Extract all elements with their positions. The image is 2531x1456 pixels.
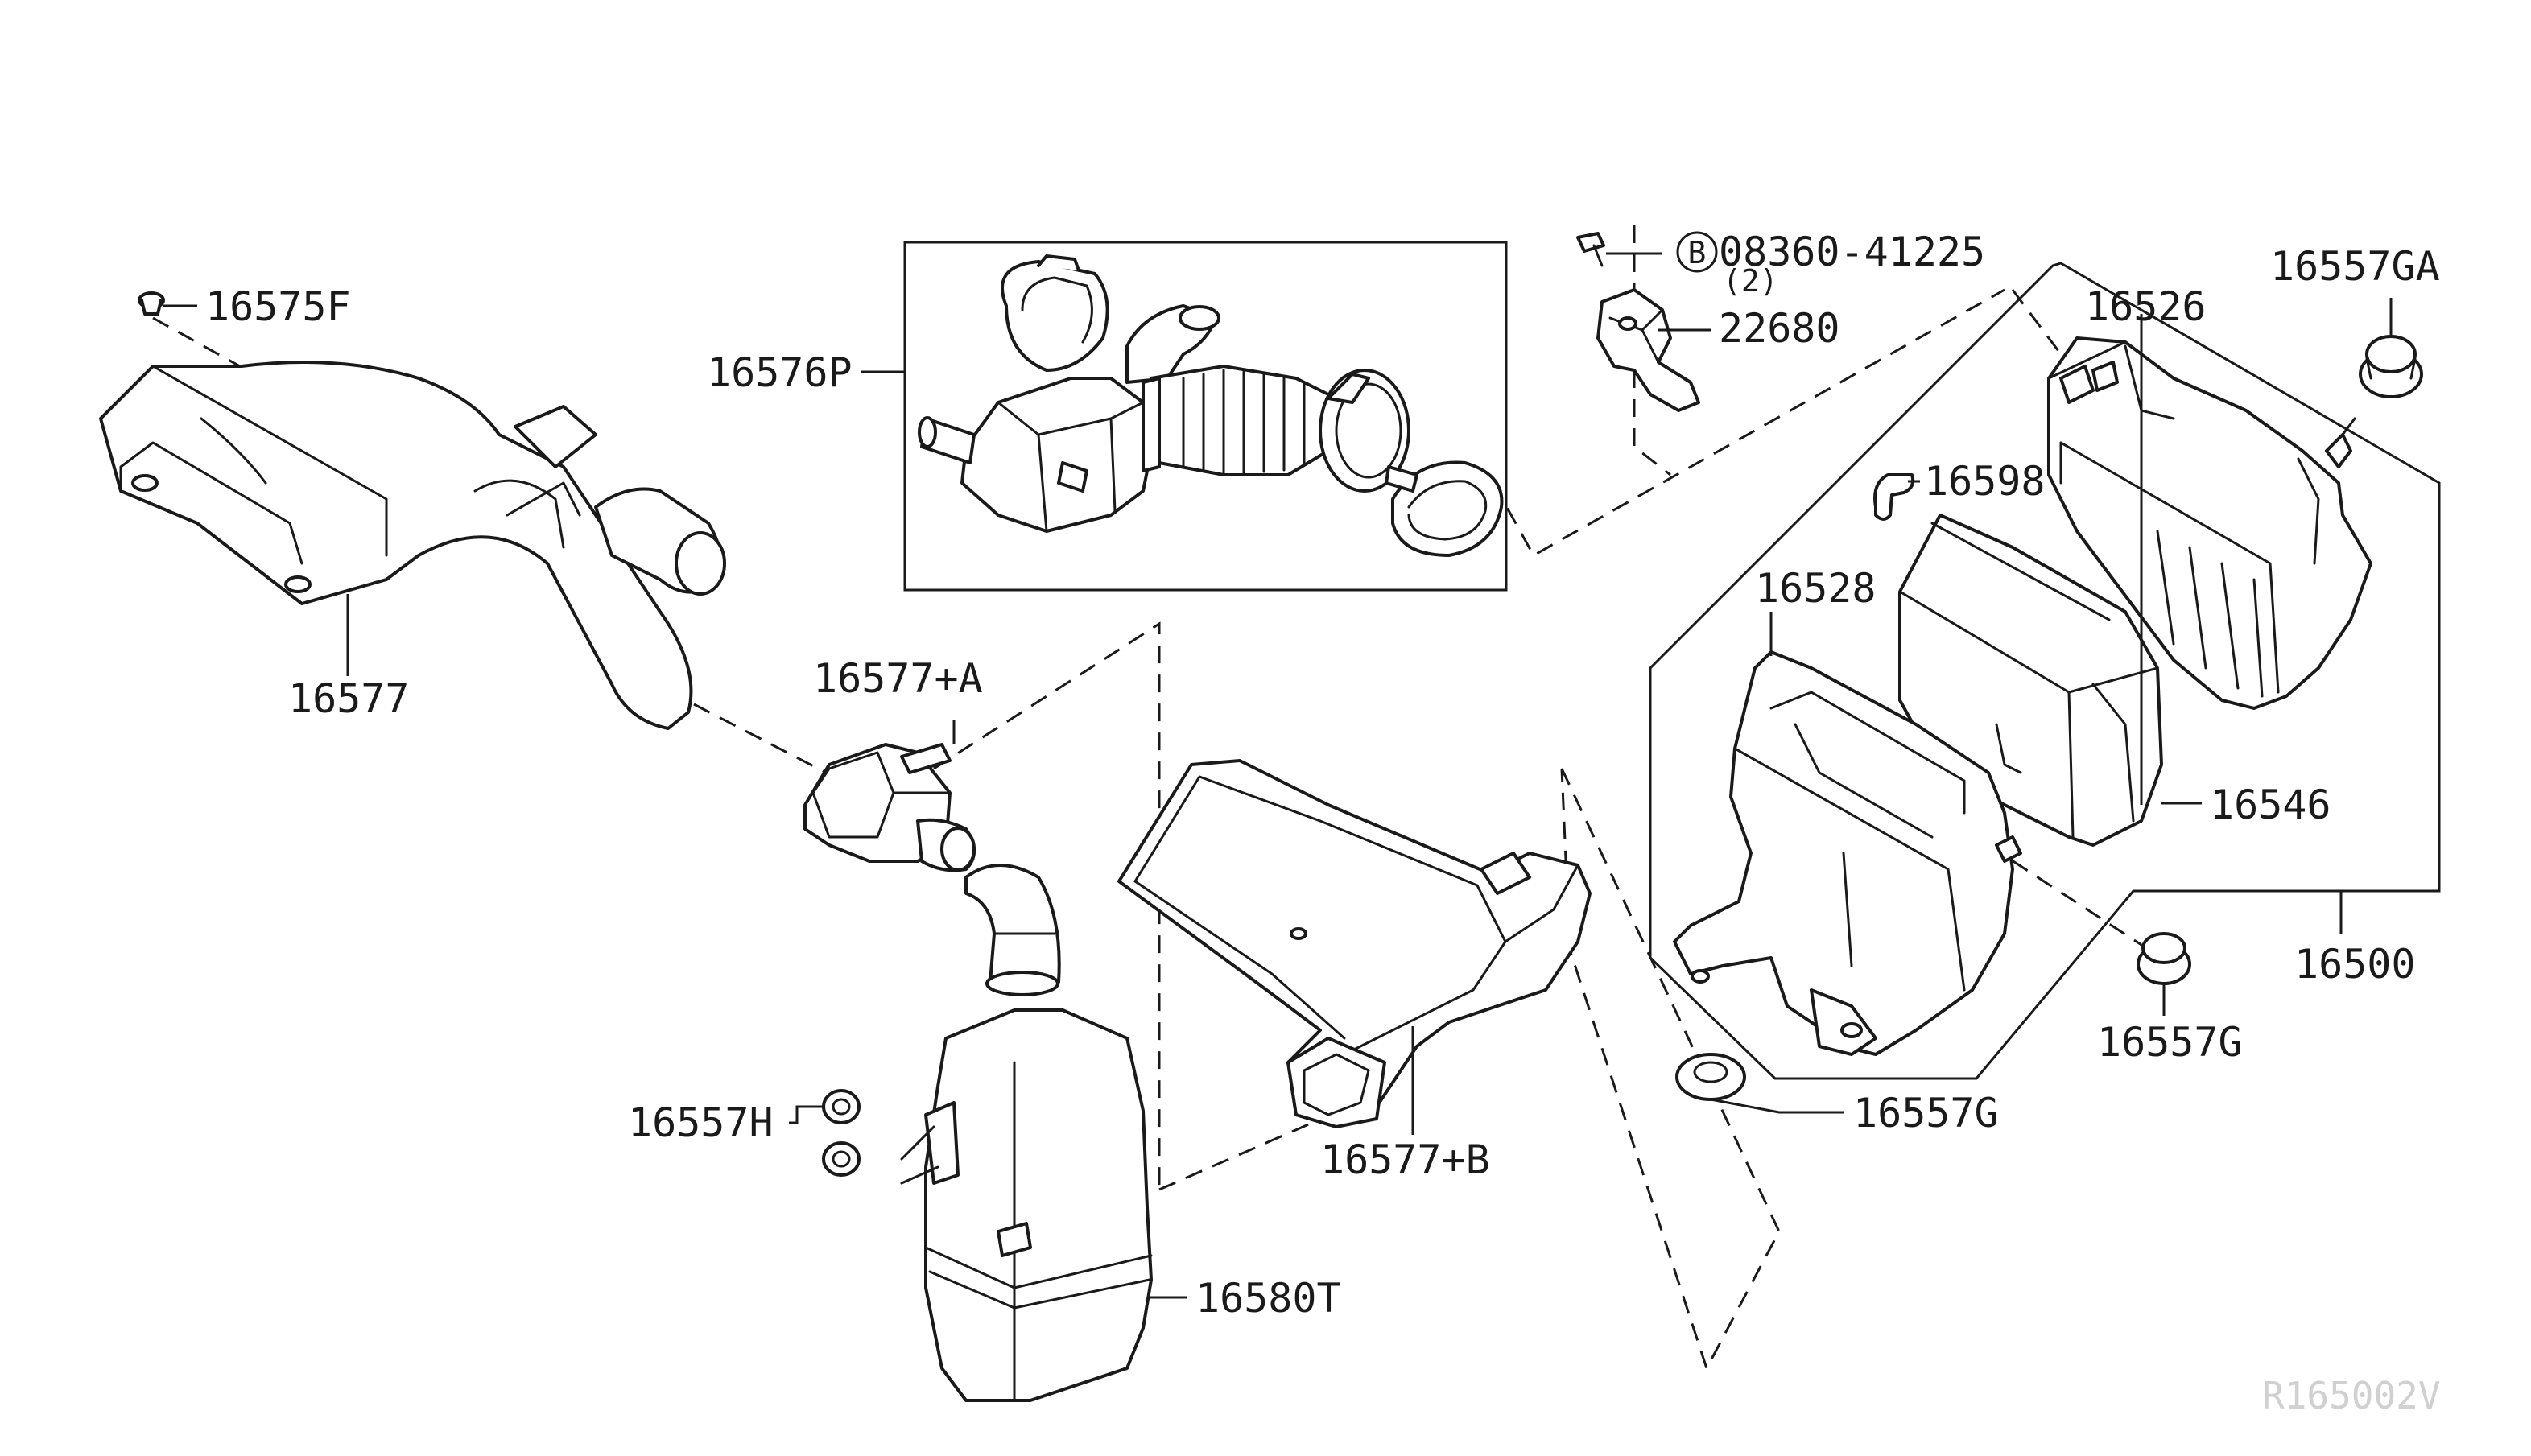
label-08360-qty: (2) [1723, 263, 1778, 299]
grommet-16557H-upper [822, 1089, 861, 1124]
label-16577A: 16577+A [813, 655, 983, 702]
label-22680: 22680 [1719, 305, 1840, 352]
label-16557H: 16557H [628, 1099, 774, 1146]
diagram-reference-code: R165002V [2262, 1374, 2441, 1417]
bolt-08360-41225 [1576, 232, 1605, 267]
label-16528: 16528 [1755, 565, 1877, 612]
label-16576P: 16576P [707, 349, 853, 396]
mass-air-flow-sensor-22680 [1596, 288, 1700, 412]
clip-16598 [1873, 473, 1915, 521]
air-duct-16577B [1117, 759, 1592, 1128]
grommet-16557H-lower [822, 1141, 861, 1177]
air-cleaner-assembly-outline [1649, 262, 2441, 1080]
grommet-16557GA [2359, 335, 2423, 398]
label-16580T: 16580T [1195, 1275, 1341, 1322]
air-cleaner-lower-case-16528 [1673, 650, 2022, 1056]
label-16557GA: 16557GA [2270, 243, 2440, 290]
grommet-16557G-bottom [1675, 1053, 1746, 1101]
resonator-16580T [900, 864, 1153, 1402]
label-16526: 16526 [2085, 283, 2207, 330]
label-16546: 16546 [2210, 782, 2331, 828]
label-16557G-bottom: 16557G [1853, 1090, 1999, 1136]
bolt-symbol [1676, 231, 1718, 273]
resonator-hose-kit-box [903, 241, 1508, 592]
label-16575F: 16575F [205, 283, 351, 330]
air-duct-16577 [99, 361, 726, 730]
label-16557G-right: 16557G [2097, 1019, 2243, 1066]
label-16577B: 16577+B [1320, 1136, 1490, 1183]
air-inlet-16577A [803, 743, 976, 872]
label-08360-41225: 08360-41225 [1719, 229, 1985, 275]
resonator-kit-16576P [918, 254, 1504, 557]
leader-lines [163, 252, 2393, 1299]
label-16598: 16598 [1924, 458, 2046, 505]
bolt-symbol-letter: B [1688, 235, 1707, 270]
grommet-16557G-right [2137, 932, 2191, 985]
label-16577: 16577 [288, 675, 410, 722]
label-16500: 16500 [2294, 941, 2416, 988]
clip-16575F [138, 291, 165, 316]
